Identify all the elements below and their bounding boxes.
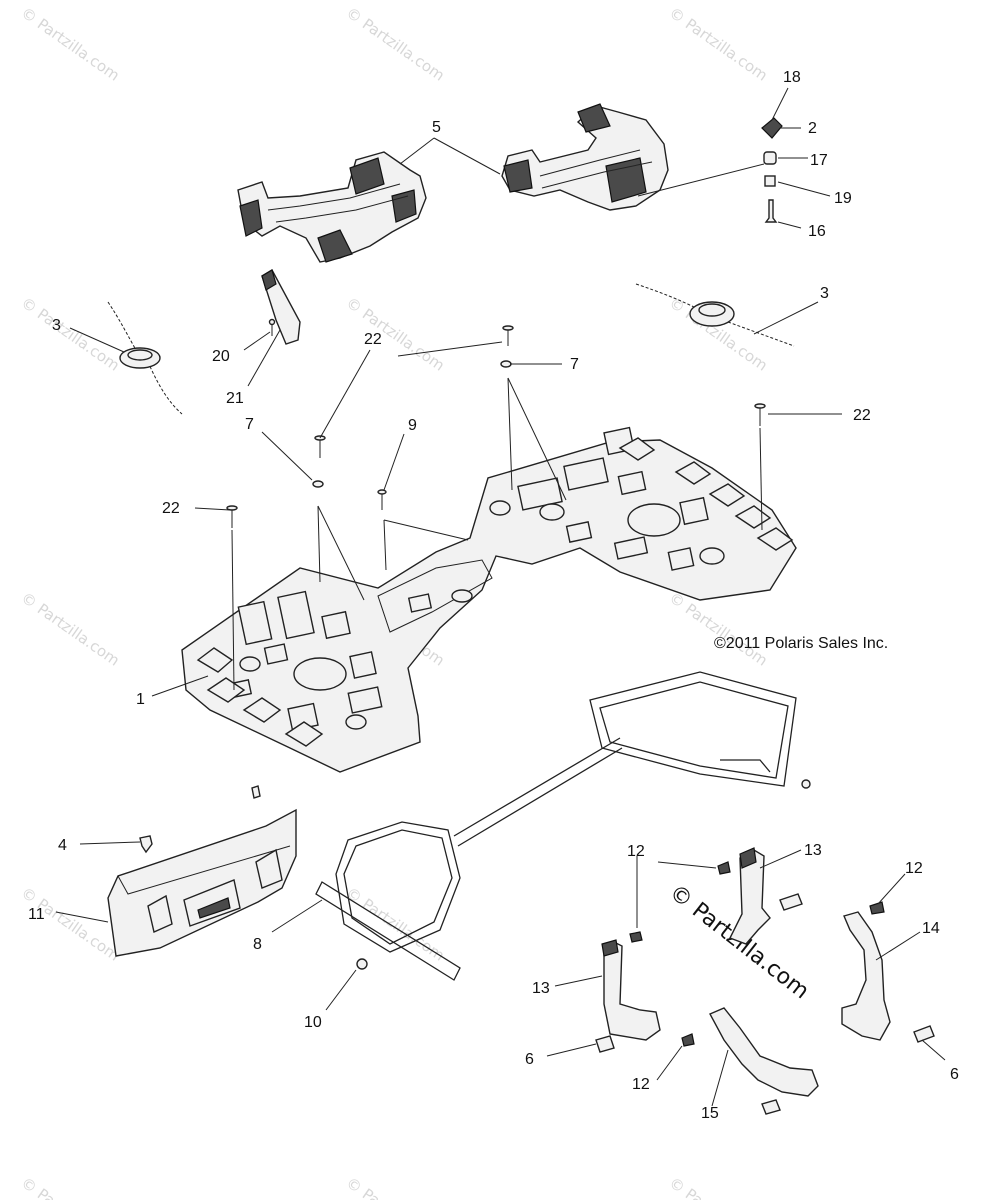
callout-9: 9 — [408, 417, 417, 434]
watermark: © Partzilla.com — [343, 4, 448, 85]
callout-22-top: 22 — [364, 331, 382, 348]
callout-22-right: 22 — [853, 407, 871, 424]
fasteners — [226, 325, 766, 528]
leader-lines — [55, 87, 946, 1107]
part-5-right-rack-handle — [501, 103, 669, 211]
callout-20: 20 — [212, 348, 230, 365]
watermark: © Partzilla.com — [666, 1174, 771, 1200]
callout-14: 14 — [922, 920, 940, 937]
callout-7-left: 7 — [245, 416, 254, 433]
callout-21: 21 — [226, 390, 244, 407]
part-13-bracket-upper — [729, 847, 771, 945]
watermark: © Partzilla.com — [343, 1174, 448, 1200]
callout-11: 11 — [28, 906, 45, 923]
part-21-bracket — [261, 269, 301, 345]
part-15-arm — [709, 1007, 819, 1097]
callout-12-lower: 12 — [632, 1076, 650, 1093]
part-11-rear-panel — [107, 808, 297, 957]
part-8-frame — [315, 671, 797, 981]
watermark: © Partzilla.com — [343, 294, 448, 375]
callout-18: 18 — [783, 69, 801, 86]
watermark: © Partzilla.com — [18, 4, 123, 85]
copyright-text: ©2011 Polaris Sales Inc. — [714, 635, 888, 652]
callout-22-left: 22 — [162, 500, 180, 517]
callout-10: 10 — [304, 1014, 322, 1031]
callout-8: 8 — [253, 936, 262, 953]
callout-13-upper: 13 — [804, 842, 822, 859]
small-hardware — [139, 779, 935, 1115]
callout-5: 5 — [432, 119, 441, 136]
watermark: © Partzilla.com — [343, 884, 448, 965]
callout-2: 2 — [808, 120, 817, 137]
hardware-stack — [761, 117, 783, 223]
callout-13-lower: 13 — [532, 980, 550, 997]
watermark: © Partzilla.com — [18, 884, 123, 965]
callout-12-upper: 12 — [627, 843, 645, 860]
callout-19: 19 — [834, 190, 852, 207]
callout-6-right: 6 — [950, 1066, 959, 1083]
callout-3-right: 3 — [820, 285, 829, 302]
part-1-rear-rack — [181, 426, 797, 773]
callout-labels: 1 2 3 3 4 5 6 6 7 7 8 9 10 11 12 12 12 1… — [28, 69, 959, 1122]
part-14-arm — [841, 911, 891, 1041]
callout-16: 16 — [808, 223, 826, 240]
watermark: © Partzilla.com — [18, 589, 123, 670]
part-3-strap-left — [107, 301, 183, 415]
callout-1: 1 — [136, 691, 145, 708]
watermark: © Partzilla.com — [18, 1174, 123, 1200]
watermark: © Partzilla.com — [666, 589, 771, 670]
callout-17: 17 — [810, 152, 828, 169]
part-3-strap-right — [635, 283, 795, 347]
callout-7-right: 7 — [570, 356, 579, 373]
callout-15: 15 — [701, 1105, 719, 1122]
callout-6-left: 6 — [525, 1051, 534, 1068]
callout-4: 4 — [58, 837, 67, 854]
watermark: © Partzilla.com — [666, 4, 771, 85]
part-13-bracket-lower — [601, 939, 661, 1041]
watermark: © Partzilla.com — [18, 294, 123, 375]
callout-3-left: 3 — [52, 317, 61, 334]
callout-12-right: 12 — [905, 860, 923, 877]
part-5-left-rack-handle — [237, 151, 427, 263]
